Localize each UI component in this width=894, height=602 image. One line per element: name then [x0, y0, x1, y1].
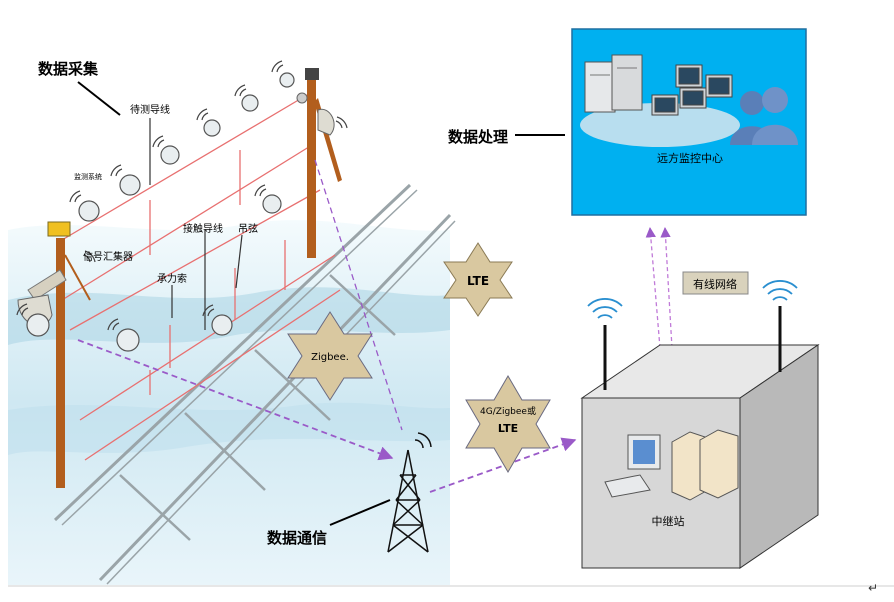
monitoring-system-label: 监测系统	[74, 172, 102, 181]
monitor-icon	[651, 64, 733, 116]
railway-track	[53, 183, 456, 585]
messenger-wire-label: 承力索	[157, 272, 187, 285]
wireless-links	[77, 159, 577, 493]
data-collection-title: 数据采集	[38, 60, 99, 78]
sensor-node	[116, 328, 140, 352]
sensor-node	[203, 119, 221, 137]
landscape-background	[8, 220, 450, 585]
data-processing-title: 数据处理	[448, 128, 508, 146]
sensor-node	[119, 174, 141, 196]
multi-network-lte-label: LTE	[498, 422, 518, 435]
right-pole	[296, 68, 342, 258]
cell-tower	[387, 432, 432, 553]
dropper-label: 吊弦	[238, 222, 258, 235]
sensor-nodes	[26, 72, 295, 352]
relay-station-label: 中继站	[652, 514, 685, 528]
zigbee-label: Zigbee.	[311, 352, 349, 363]
remote-monitoring-center: 远方监控中心	[571, 28, 807, 216]
computer-icon	[604, 434, 661, 498]
sensor-wifi-signals	[16, 60, 348, 331]
sensor-node	[241, 94, 259, 112]
contact-wire-label: 接触导线	[183, 222, 223, 235]
wired-network-box	[682, 271, 749, 295]
leader-lines	[77, 81, 565, 526]
lte-label: LTE	[467, 274, 489, 288]
remote-center-label: 远方监控中心	[657, 151, 723, 165]
relay-station: 中继站	[580, 280, 820, 569]
sensor-node	[279, 72, 295, 88]
multi-network-label: 4G/Zigbee或	[480, 405, 536, 417]
sensor-node	[78, 200, 100, 222]
wired-network-label: 有线网络	[693, 277, 737, 291]
catenary-wires	[61, 91, 341, 461]
multi-network-star: 4G/Zigbee或 LTE	[465, 375, 551, 473]
sensor-node	[26, 313, 50, 337]
zigbee-star: Zigbee.	[287, 311, 373, 401]
sensor-node	[160, 145, 180, 165]
uplink-arrows	[645, 226, 673, 349]
signal-concentrator-label: 信号汇集器	[83, 250, 133, 263]
user-group-icon	[730, 87, 798, 145]
data-communication-title: 数据通信	[267, 529, 327, 547]
return-mark: ↵	[868, 581, 878, 595]
lte-star: LTE	[443, 242, 513, 317]
sensor-node	[262, 194, 282, 214]
sensor-node	[211, 314, 233, 336]
server-icon	[671, 429, 739, 501]
dropper-lines	[149, 118, 243, 330]
server-icon	[584, 54, 643, 113]
wire-under-test-label: 待测导线	[130, 103, 170, 116]
